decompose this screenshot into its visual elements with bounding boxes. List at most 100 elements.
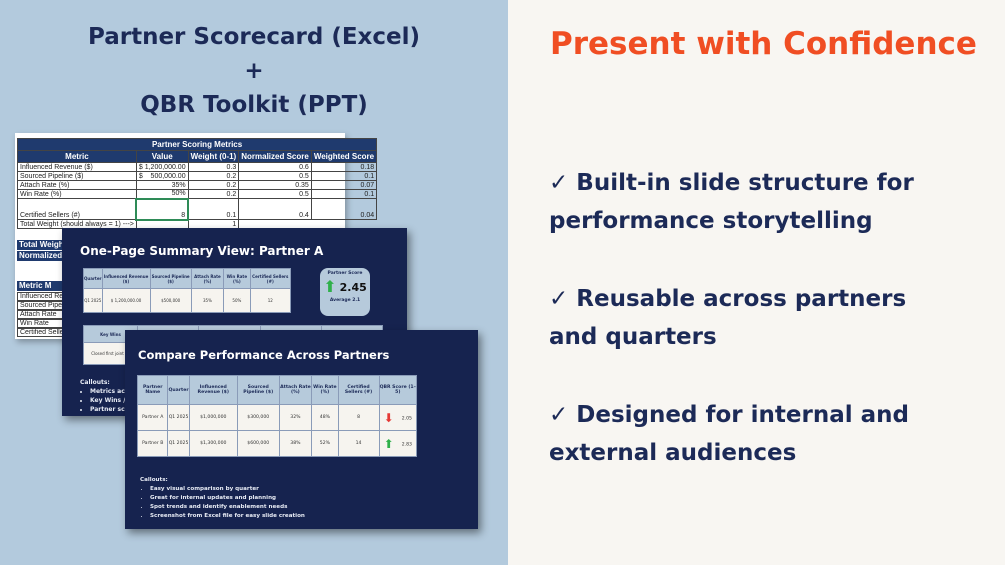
callouts-title: Callouts: [140,477,168,483]
cell[interactable]: 35% [135,180,189,190]
cell: 38% [278,430,313,457]
feature-bullet: ✓ Built-in slide structure for performanc… [549,164,914,240]
checkmark-icon: ✓ [549,170,569,196]
column-header: Certified Sellers (#) [249,268,292,289]
callouts-title: Callouts: [80,379,110,386]
cell[interactable]: Sourced Pipeline ($) [17,171,137,181]
callout-item: Spot trends and identify enablement need… [150,503,305,512]
cell[interactable]: 0.5 [238,189,312,199]
cell[interactable]: Certified Sellers (#) [17,198,137,220]
slide-title: Compare Performance Across Partners [138,348,390,362]
title-plus: + [244,58,264,84]
qbr-score: 2.05 [401,416,412,421]
cell[interactable]: $ 500,000.00 [135,171,189,181]
callout-item: Great for internal updates and planning [150,494,305,503]
column-header: QBR Score (1–5) [378,375,418,405]
column-header: Certified Sellers (#) [337,375,380,405]
cell[interactable]: Win Rate (%) [17,189,137,199]
product-title-1: Partner Scorecard (Excel) [87,24,421,50]
column-header: Weighted Score [310,150,378,163]
score-value: 2.45 [339,280,367,294]
feature-bullet: ✓ Reusable across partners and quarters [549,280,906,356]
product-title-2: QBR Toolkit (PPT) [140,92,368,118]
column-header: Attach Rate (%) [190,268,225,289]
cell[interactable]: 0.2 [187,180,240,190]
checkmark-icon: ✓ [549,286,569,312]
cell[interactable]: 0.07 [310,180,378,190]
bullet-line: ✓ Built-in slide structure for [549,164,914,202]
cell[interactable]: 0.2 [187,189,240,199]
bullet-text: performance storytelling [549,208,873,234]
cell[interactable]: $ 1,200,000.00 [135,162,189,172]
cell: $1,000,000 [188,404,238,431]
column-header: Value [135,150,189,163]
slide1-callouts: Callouts: Metrics acKey Wins /Partner sc [80,378,125,414]
cell: Q1 2025 [167,430,190,457]
bullet-text: and quarters [549,324,717,350]
callout-item: Metrics ac [90,387,125,396]
cell[interactable]: 0.4 [238,198,312,220]
cell: $ 1,200,000.00 [101,288,151,313]
cell: Q1 2025 [83,288,103,313]
cell: 14 [337,430,380,457]
cell: 12 [249,288,292,313]
cell: 50% [223,288,251,313]
callout-item: Easy visual comparison by quarter [150,485,305,494]
bullet-line: ✓ Reusable across partners [549,280,906,318]
arrow-up-icon: ⬆ [383,436,394,451]
cell[interactable]: 0.5 [238,171,312,181]
cell: $300,000 [236,404,280,431]
column-header: Partner Name [136,375,169,405]
bullet-text: Built-in slide structure for [576,170,914,196]
column-header: Quarter [83,268,103,289]
bullet-line: ✓ Designed for internal and [549,396,909,434]
cell[interactable]: Influenced Revenue ($) [17,162,137,172]
cell[interactable]: 0.1 [187,198,240,220]
column-header: Win Rate (%) [311,375,339,405]
sheet-title: Partner Scoring Metrics [16,138,378,151]
qbr-score: 2.83 [401,442,412,447]
column-header: Quarter [167,375,190,405]
score-average: Average 2.1 [329,298,361,303]
column-header: Influenced Revenue ($) [188,375,238,405]
cell: $500,000 [149,288,192,313]
column-header: Sourced Pipeline ($) [236,375,280,405]
cell: $600,000 [236,430,280,457]
column-header: Influenced Revenue ($) [101,268,151,289]
cell: 52% [311,430,339,457]
cell[interactable]: 0.1 [310,171,378,181]
qbr-score-cell: ⬆ 2.83 [378,430,418,457]
headline: Present with Confidence [550,26,977,62]
cell[interactable]: 8 [135,197,190,221]
qbr-score-cell: ⬇2.05 [378,404,418,431]
cell[interactable]: 0.3 [187,162,240,172]
cell[interactable]: 0.1 [310,189,378,199]
cell[interactable]: 0.6 [238,162,312,172]
cell: 35% [190,288,225,313]
score-label: Partner Score [327,271,363,276]
cell: Q1 2025 [167,404,190,431]
cell: $1,300,000 [188,430,238,457]
callout-item: Screenshot from Excel file for easy slid… [150,512,305,521]
key-wins-text: Closed first joint FS [83,342,138,365]
cell[interactable]: 50% [135,189,189,199]
callout-item: Key Wins / [90,396,125,405]
cell: 48% [311,404,339,431]
bullet-text: Designed for internal and [576,402,909,428]
cell: 32% [278,404,313,431]
cell[interactable]: 0.18 [310,162,378,172]
cell[interactable]: 0.04 [310,198,378,220]
checkmark-icon: ✓ [549,402,569,428]
cell[interactable]: Attach Rate (%) [17,180,137,190]
column-header: Win Rate (%) [223,268,251,289]
cell[interactable]: 0.35 [238,180,312,190]
cell[interactable]: 0.2 [187,171,240,181]
